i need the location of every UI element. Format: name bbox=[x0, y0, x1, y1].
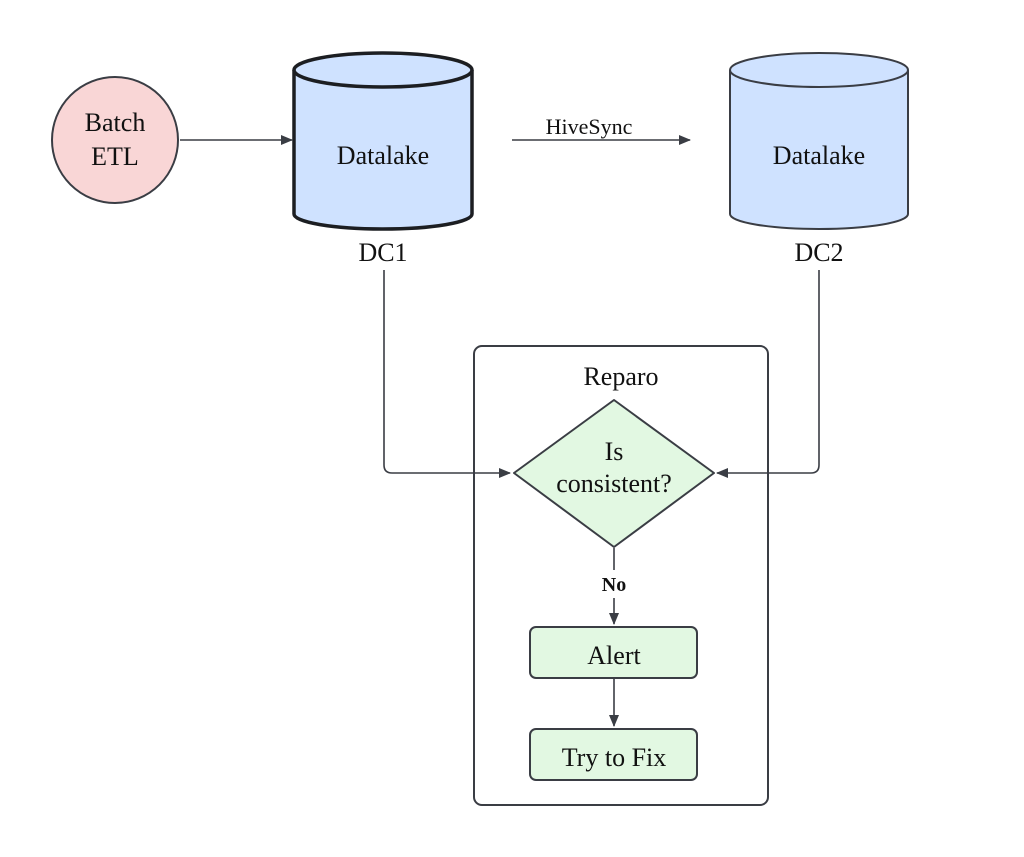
datalake-dc2-node: Datalake DC2 bbox=[729, 52, 909, 267]
datalake-dc1-node: Datalake DC1 bbox=[292, 51, 474, 267]
alert-label: Alert bbox=[587, 641, 641, 670]
fix-node: Try to Fix bbox=[529, 728, 698, 781]
decision-label-line1: Is bbox=[605, 437, 624, 466]
dc1-caption: DC1 bbox=[358, 238, 407, 267]
batch-etl-label-line1: Batch bbox=[85, 108, 146, 137]
batch-etl-node: Batch ETL bbox=[51, 76, 179, 204]
edge-dc2-to-decision bbox=[716, 270, 820, 478]
datalake-dc2-label: Datalake bbox=[773, 141, 865, 170]
no-label: No bbox=[602, 574, 626, 596]
reparo-label: Reparo bbox=[583, 362, 658, 391]
dc2-caption: DC2 bbox=[794, 238, 843, 267]
decision-label-line2: consistent? bbox=[556, 469, 672, 498]
hivesync-label: HiveSync bbox=[546, 114, 633, 139]
datalake-dc1-label: Datalake bbox=[337, 141, 429, 170]
batch-etl-label-line2: ETL bbox=[91, 142, 139, 171]
alert-node: Alert bbox=[529, 626, 698, 679]
decision-node: Is consistent? bbox=[513, 399, 715, 548]
edge-dc1-to-decision bbox=[383, 270, 511, 478]
fix-label: Try to Fix bbox=[562, 743, 667, 772]
edges bbox=[180, 135, 820, 727]
